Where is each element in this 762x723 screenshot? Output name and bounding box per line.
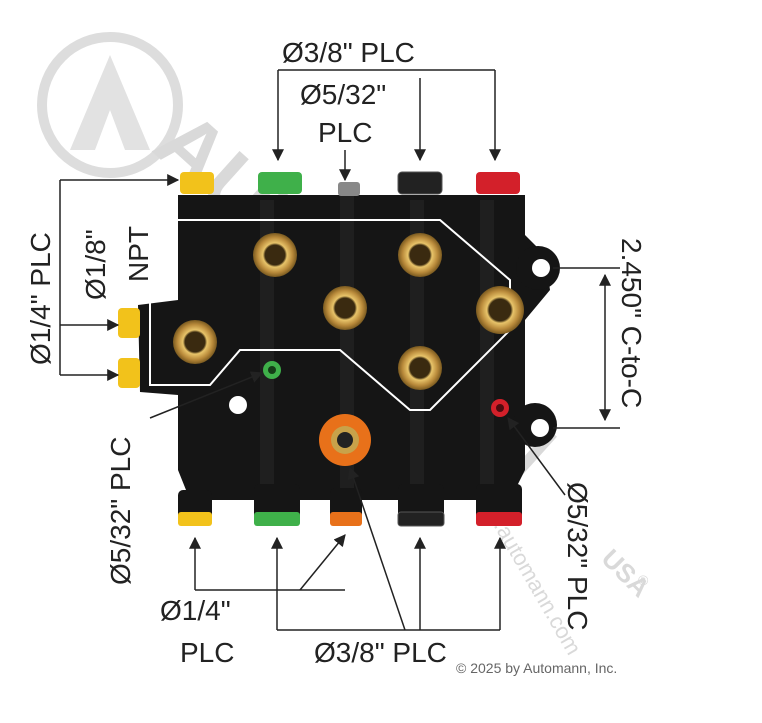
left-fitting-upper (118, 308, 140, 338)
top-fittings (180, 171, 520, 196)
leader-lines (59, 69, 620, 631)
top-fitting-black (397, 171, 443, 195)
watermark-logo-mark (70, 55, 150, 150)
watermark-logo-ring (37, 32, 183, 178)
bottom-fitting-yellow (178, 512, 212, 526)
bottom-fittings (178, 484, 522, 527)
label-left-npt: NPT (123, 226, 154, 282)
left-fittings (118, 308, 140, 388)
label-top-plc: PLC (318, 117, 372, 148)
bottom-fitting-black (397, 511, 445, 527)
label-bottom-plc: PLC (180, 637, 234, 668)
brass-ports (173, 233, 524, 390)
dimension-labels: Ø3/8" PLC Ø5/32" PLC Ø1/4" PLC Ø1/8" NPT… (25, 37, 647, 668)
mount-hole-bottom (531, 419, 549, 437)
label-left-18: Ø1/8" (80, 229, 111, 300)
label-left-532-plc: Ø5/32" PLC (105, 437, 136, 585)
label-top-38-plc: Ø3/8" PLC (282, 37, 415, 68)
label-right-center: 2.450" C-to-C (616, 238, 647, 408)
top-fitting-gray (338, 182, 360, 196)
left-fitting-lower (118, 358, 140, 388)
bottom-fitting-green (254, 512, 300, 526)
brass-port-1 (253, 233, 297, 277)
label-right-532-plc: Ø5/32" PLC (562, 482, 593, 630)
bottom-fitting-red (476, 512, 522, 526)
top-fitting-yellow (180, 172, 214, 194)
copyright-text: © 2025 by Automann, Inc. (456, 660, 617, 676)
body-hole-left (229, 396, 247, 414)
brass-port-5 (398, 346, 442, 390)
brass-port-6 (173, 320, 217, 364)
label-bottom-38-plc: Ø3/8" PLC (314, 637, 447, 668)
brass-port-3 (323, 286, 367, 330)
brass-port-2 (398, 233, 442, 277)
npt-outline (149, 219, 511, 411)
bottom-fitting-orange (330, 512, 362, 526)
top-fitting-red (476, 172, 520, 194)
watermark-registered: ® (638, 572, 649, 588)
brass-port-4 (476, 286, 524, 334)
label-top-532: Ø5/32" (300, 79, 386, 110)
label-bottom-14: Ø1/4" (160, 595, 231, 626)
label-left-14-plc: Ø1/4" PLC (25, 232, 56, 365)
mount-hole-top (532, 259, 550, 277)
top-fitting-green (258, 172, 302, 194)
